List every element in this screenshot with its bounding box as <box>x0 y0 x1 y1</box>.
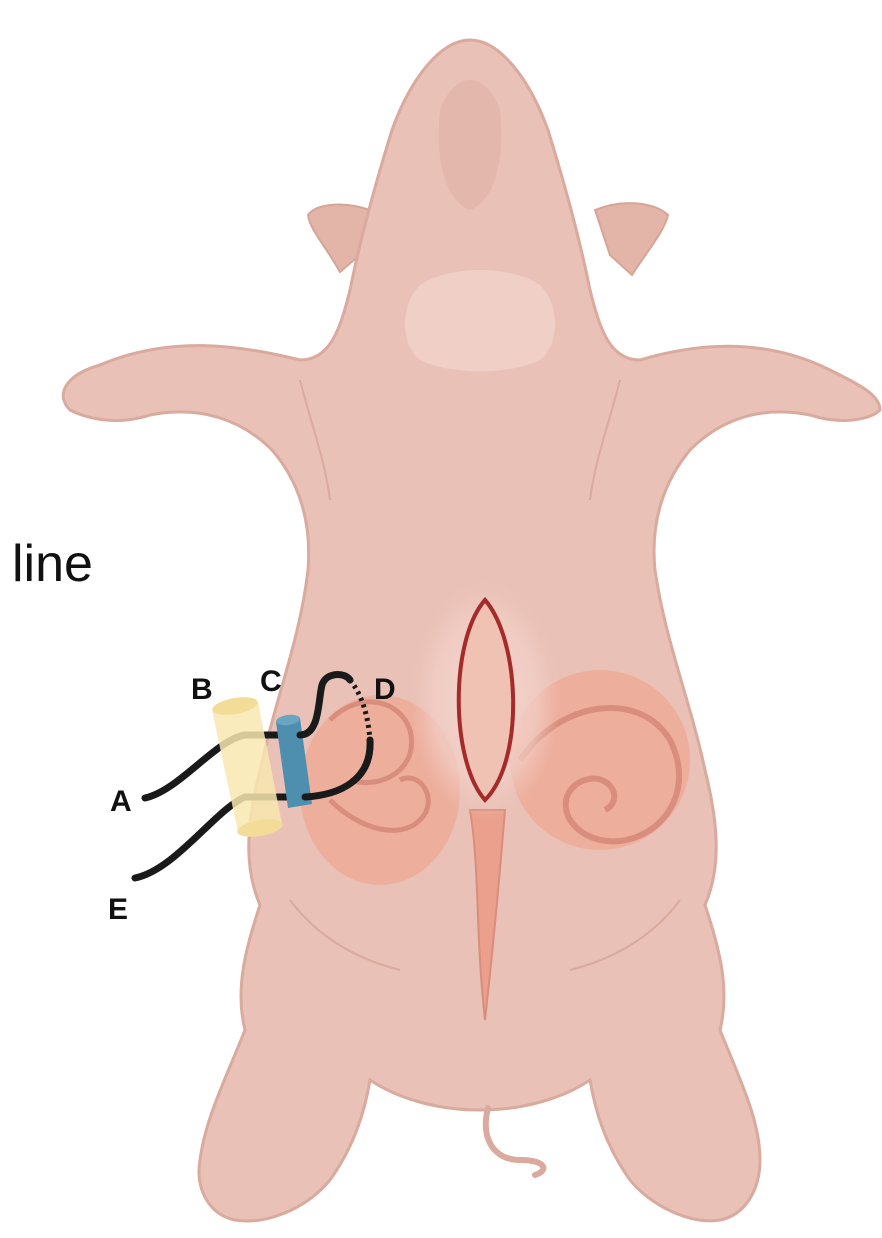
label-c: C <box>260 667 282 697</box>
label-a: A <box>110 787 132 817</box>
label-d: D <box>374 675 396 705</box>
label-b: B <box>191 675 213 705</box>
partial-caption-line: line <box>12 538 93 590</box>
tail <box>486 1108 544 1175</box>
incision <box>410 580 560 820</box>
right-ear <box>595 203 668 275</box>
label-e: E <box>108 895 128 925</box>
chest-highlight <box>405 270 555 371</box>
